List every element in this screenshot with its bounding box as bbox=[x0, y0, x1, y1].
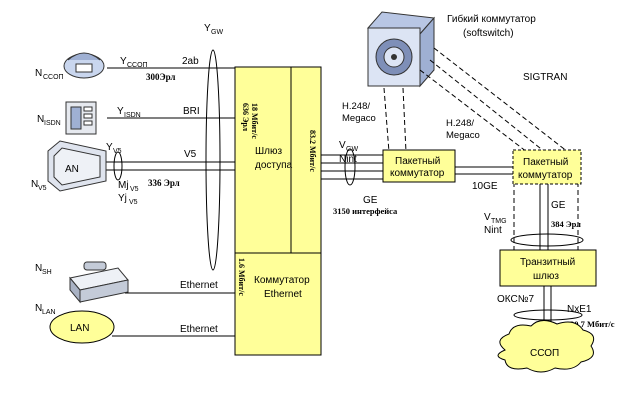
gateway-rate-total: 83.2 Мбит/с bbox=[308, 130, 317, 172]
ccop-iface: 2ab bbox=[182, 56, 199, 67]
v5-iface: V5 bbox=[184, 149, 197, 160]
v5-small-ellipse bbox=[113, 151, 123, 181]
control-links bbox=[383, 47, 579, 250]
ge-count-1: 3150 интерфейса bbox=[333, 206, 398, 216]
ge-label-2: GE bbox=[551, 200, 566, 211]
nint-label-2: Nint bbox=[484, 225, 502, 236]
v-gw-label: V bbox=[339, 140, 346, 151]
tenge-label: 10GE bbox=[472, 181, 498, 192]
y-ccop-sub: CCOП bbox=[127, 62, 148, 69]
mj-label: Mj bbox=[118, 180, 129, 191]
sigtran-label: SIGTRAN bbox=[523, 72, 567, 83]
packet-switch-2-name-1: Пакетный bbox=[523, 157, 568, 168]
oks-label: ОКС№7 bbox=[497, 294, 534, 305]
transit-gw-name-1: Транзитный bbox=[520, 257, 575, 268]
ccop-load: 300Эрл bbox=[146, 72, 175, 82]
gateway-name-1: Шлюз bbox=[255, 146, 283, 157]
sh-phone-icon bbox=[69, 261, 129, 304]
vgw-ellipse bbox=[344, 148, 356, 186]
packet-switch-1-box bbox=[382, 149, 456, 183]
n-sh-sub: SH bbox=[42, 269, 52, 276]
ccop-phone-icon bbox=[63, 52, 105, 79]
lan-name: LAN bbox=[70, 323, 89, 334]
isdn-iface: BRI bbox=[183, 106, 200, 117]
y-gw-sub: GW bbox=[211, 29, 223, 36]
n-lan-sub: LAN bbox=[42, 309, 56, 316]
gateway-rate-eth: 1.6 Мбит/с bbox=[237, 258, 246, 296]
trunk-lines bbox=[321, 154, 513, 180]
packet-switch-2-box bbox=[512, 149, 582, 185]
packet-switch-1-name-1: Пакетный bbox=[395, 156, 440, 167]
access-gateway-box bbox=[234, 66, 292, 254]
eth-label-1: Ethernet bbox=[180, 280, 218, 291]
vtmg-ellipse bbox=[510, 233, 584, 247]
v-tmg-sub: TMG bbox=[491, 218, 507, 225]
y-v5-label: Y bbox=[106, 142, 113, 153]
softswitch-subtitle: (softswitch) bbox=[463, 28, 514, 39]
gateway-rate-ccop: 18 Мбит/с bbox=[250, 103, 259, 139]
eth-label-2: Ethernet bbox=[180, 324, 218, 335]
y-isdn-sub: ISDN bbox=[124, 112, 141, 119]
softswitch-title: Гибкий коммутатор bbox=[447, 13, 536, 25]
ssop-cloud bbox=[497, 320, 595, 373]
packet-switch-1-name-2: коммутатор bbox=[390, 168, 445, 179]
nxe1-rate: 20,7 Мбит/с bbox=[570, 319, 615, 329]
softswitch-server-icon bbox=[366, 11, 436, 88]
nxe1-ellipse bbox=[513, 309, 583, 321]
n-ccop-sub: CCOП bbox=[43, 74, 64, 81]
nint-label-1: Nint bbox=[339, 154, 357, 165]
transit-gateway-box bbox=[499, 249, 597, 287]
v-gw-sub: GW bbox=[346, 146, 358, 153]
isdn-terminal-icon bbox=[65, 101, 97, 135]
y-ccop-label: Y bbox=[120, 56, 127, 67]
y-v5-sub: V5 bbox=[113, 148, 122, 155]
y-gw-label: Y bbox=[204, 23, 211, 34]
megaco-label-2: Megaco bbox=[446, 130, 480, 141]
megaco-label-1: Megaco bbox=[342, 113, 376, 124]
n-v5-sub: V5 bbox=[38, 185, 47, 192]
ssop-name: ССОП bbox=[530, 348, 559, 359]
n-ccop-label: N bbox=[35, 68, 42, 79]
h248-label-1: H.248/ bbox=[342, 101, 370, 112]
v-tmg-label: V bbox=[484, 212, 491, 223]
yj-sub: V5 bbox=[129, 199, 138, 206]
h248-label-2: H.248/ bbox=[446, 118, 474, 129]
ge-label-1: GE bbox=[363, 195, 378, 206]
n-v5-label: N bbox=[31, 179, 38, 190]
n-lan-label: N bbox=[35, 303, 42, 314]
n-isdn-sub: ISDN bbox=[44, 120, 61, 127]
nxe1-label: NxE1 bbox=[567, 304, 592, 315]
y-isdn-label: Y bbox=[117, 106, 124, 117]
ygw-ellipse bbox=[205, 49, 221, 271]
transit-gw-name-2: шлюз bbox=[533, 271, 559, 282]
ge-load-2: 384 Эрл bbox=[551, 219, 581, 229]
mj-sub: V5 bbox=[130, 186, 139, 193]
eth-switch-name-2: Ethernet bbox=[264, 289, 302, 300]
an-node-icon bbox=[47, 140, 107, 192]
subscriber-lines bbox=[103, 67, 235, 337]
eth-switch-name-1: Коммутатор bbox=[254, 275, 310, 286]
v5-load: 336 Эрл bbox=[148, 178, 180, 188]
n-isdn-label: N bbox=[37, 114, 44, 125]
packet-switch-2-name-2: коммутатор bbox=[518, 170, 573, 181]
an-name: AN bbox=[65, 164, 79, 175]
yj-label: Yj bbox=[118, 193, 127, 204]
gateway-load-ccop: 636 Эрл bbox=[241, 103, 250, 132]
gateway-name-2: доступа bbox=[255, 160, 293, 171]
lan-cloud bbox=[49, 310, 115, 344]
n-sh-label: N bbox=[35, 263, 42, 274]
